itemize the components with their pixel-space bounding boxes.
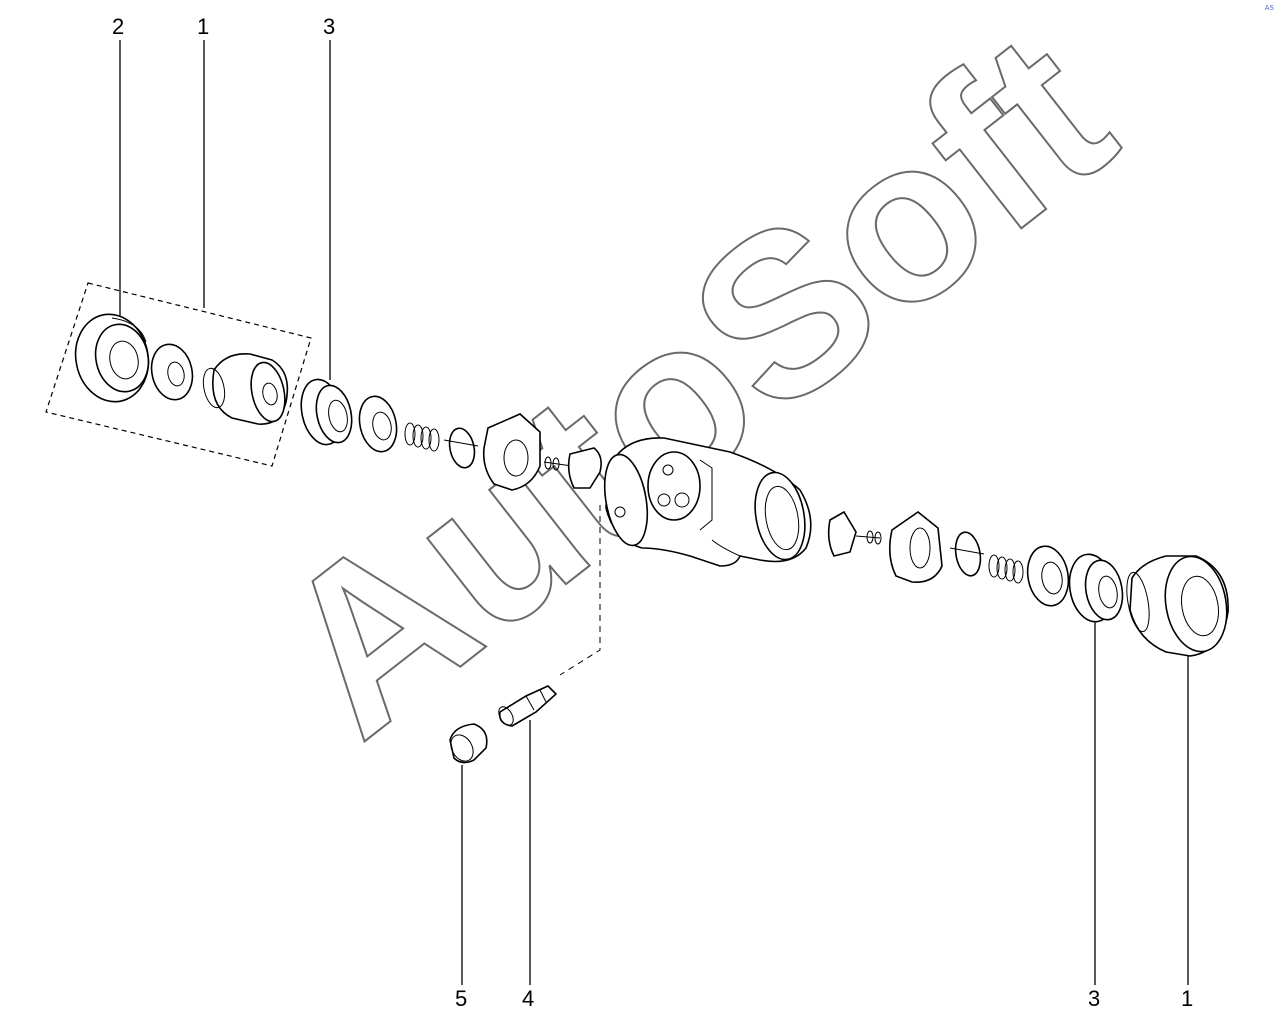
callout-top-1: 1 [197, 14, 209, 39]
part-pin-left [543, 447, 602, 489]
callout-top-3: 3 [323, 14, 335, 39]
part-adjuster-right [888, 511, 943, 583]
part-5-bleeder-cap [449, 723, 488, 764]
part-washer-right [1026, 545, 1070, 607]
callout-labels: 2 1 3 5 4 3 1 [112, 14, 1193, 1011]
part-cup-left [443, 427, 479, 469]
part-cup-right [949, 531, 985, 577]
part-pin-right [827, 510, 882, 557]
callout-bottom-1: 1 [1181, 986, 1193, 1011]
part-spring-left [404, 422, 440, 452]
part-1-piston-right [1126, 555, 1229, 657]
callout-top-2: 2 [112, 14, 124, 39]
part-3-seal-left [300, 378, 353, 446]
watermark: AutoSoft [231, 0, 1156, 785]
part-1-piston-left [202, 353, 289, 425]
part-2-protective-cap [74, 313, 150, 403]
callout-bottom-5: 5 [455, 986, 467, 1011]
part-washer-left [358, 395, 398, 453]
part-3-seal-right [1068, 553, 1124, 623]
part-4-bleeder-screw [498, 685, 558, 727]
part-spacer-left [150, 343, 194, 401]
callout-bottom-4: 4 [522, 986, 534, 1011]
leader-lines [119, 40, 1189, 985]
repair-kit-box [45, 282, 312, 467]
part-spring-right [988, 554, 1024, 584]
corner-mark: AS [1264, 4, 1274, 12]
watermark-text: AutoSoft [232, 0, 1155, 784]
assembly-axis [559, 505, 601, 676]
part-adjuster-left [482, 413, 541, 491]
callout-bottom-3: 3 [1088, 986, 1100, 1011]
wheel-cylinder-body [603, 437, 812, 567]
